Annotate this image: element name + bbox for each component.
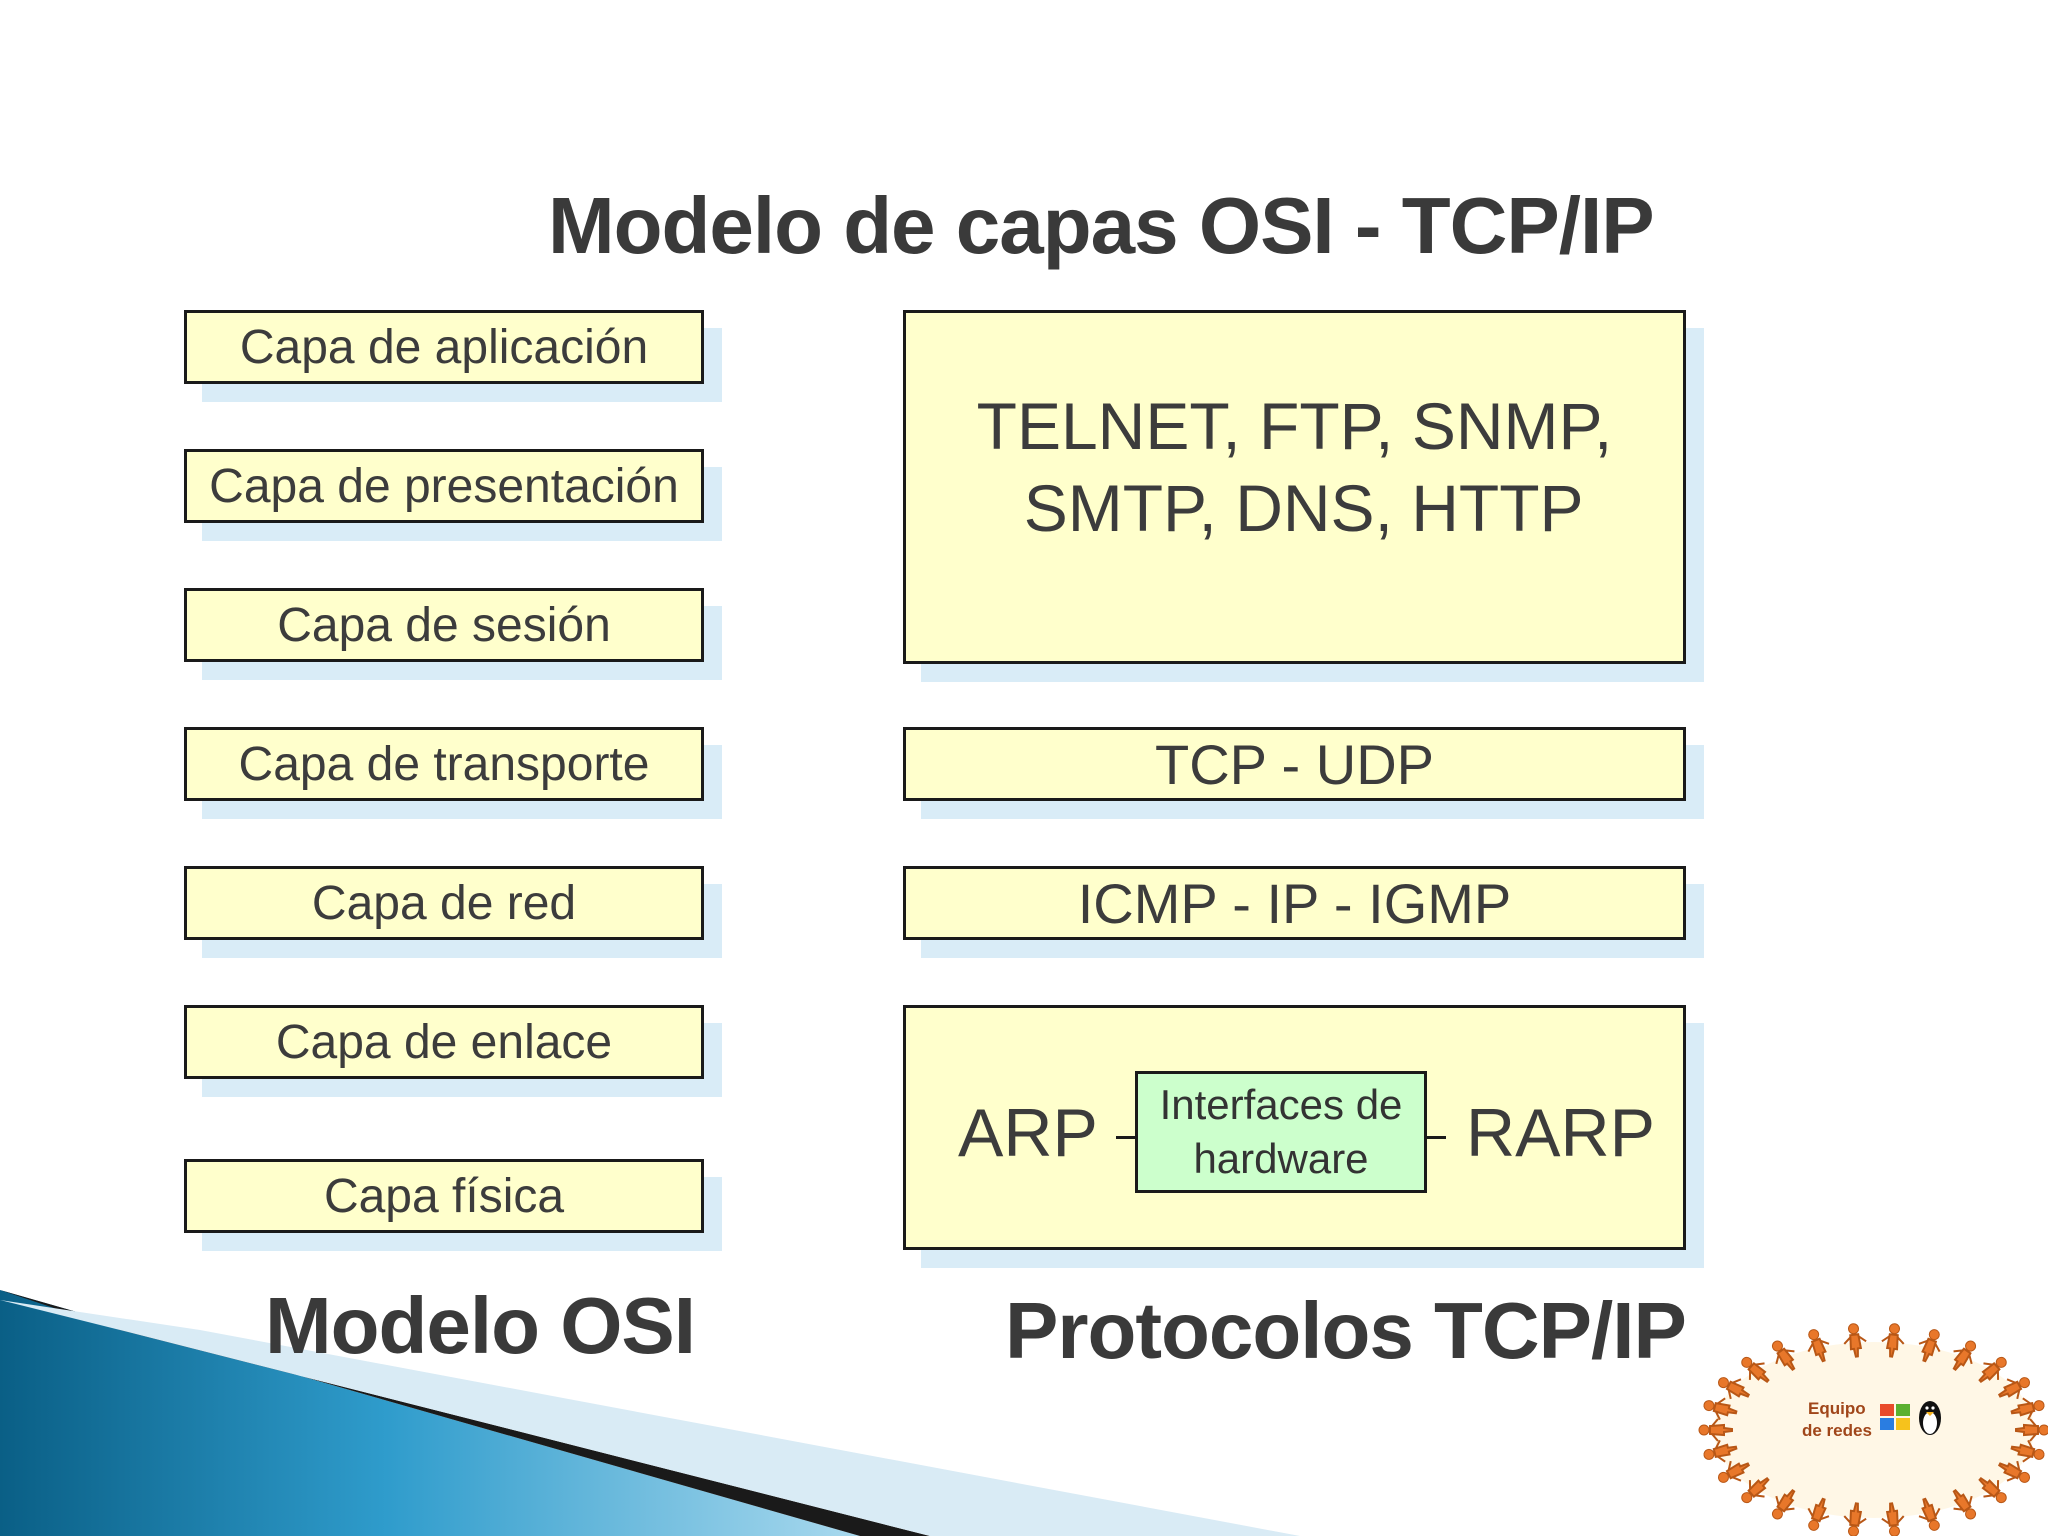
team-logo: Equipo de redes <box>1698 1323 2048 1536</box>
logo-person <box>2015 1418 2048 1442</box>
logo-person <box>1807 1497 1830 1531</box>
page-title: Modelo de capas OSI - TCP/IP <box>548 181 1655 270</box>
osi-layer-application: Capa de aplicación <box>184 310 704 384</box>
logo-person <box>1771 1340 1796 1371</box>
tcp-protocols-label: Protocolos TCP/IP <box>1005 1286 1687 1375</box>
windows-flag-icon <box>1880 1404 1910 1430</box>
logo-text-1: Equipo <box>1808 1399 1866 1418</box>
rarp-label: RARP <box>1466 1095 1655 1171</box>
osi-layer-datalink: Capa de enlace <box>184 1005 704 1079</box>
osi-layer-transport: Capa de transporte <box>184 727 704 801</box>
logo-person <box>1807 1329 1830 1363</box>
penguin-icon <box>1919 1401 1941 1435</box>
logo-person <box>1843 1502 1867 1536</box>
logo-person <box>1703 1397 1738 1421</box>
logo-person <box>1997 1377 2031 1400</box>
hardware-interfaces-box: Interfaces de hardware <box>1135 1071 1427 1193</box>
tcp-transport-layer: TCP - UDP <box>903 727 1686 801</box>
logo-person <box>1952 1340 1977 1371</box>
osi-layer-physical: Capa física <box>184 1159 704 1233</box>
logo-person <box>1741 1356 1770 1384</box>
tcp-network-access-layer: ARP RARP Interfaces de hardware <box>903 1005 1686 1250</box>
logo-person <box>1843 1323 1867 1358</box>
logo-person <box>1698 1418 1733 1442</box>
osi-model-label: Modelo OSI <box>265 1281 696 1370</box>
logo-person <box>1978 1476 2007 1504</box>
logo-person <box>1978 1356 2007 1384</box>
logo-person <box>1771 1489 1796 1520</box>
logo-person <box>1918 1329 1941 1363</box>
logo-person <box>1952 1489 1977 1520</box>
logo-person <box>1717 1460 1751 1483</box>
logo-person <box>1918 1497 1941 1531</box>
arp-label: ARP <box>958 1095 1098 1171</box>
tcp-application-layer: TELNET, FTP, SNMP, SMTP, DNS, HTTP <box>903 310 1686 664</box>
logo-person <box>2010 1439 2045 1463</box>
logo-person <box>1741 1476 1770 1504</box>
logo-person <box>1997 1460 2031 1483</box>
logo-text-2: de redes <box>1802 1421 1872 1440</box>
tcp-internet-layer: ICMP - IP - IGMP <box>903 866 1686 940</box>
logo-person <box>1881 1502 1905 1536</box>
rarp-connector <box>1424 1136 1446 1139</box>
logo-person <box>1717 1377 1751 1400</box>
logo-person <box>1703 1439 1738 1463</box>
osi-layer-network: Capa de red <box>184 866 704 940</box>
osi-layer-session: Capa de sesión <box>184 588 704 662</box>
hardware-interfaces-label: Interfaces de hardware <box>1159 1081 1403 1182</box>
arp-connector <box>1116 1136 1138 1139</box>
logo-person <box>1881 1323 1905 1358</box>
logo-person <box>2010 1397 2045 1421</box>
application-protocols: TELNET, FTP, SNMP, SMTP, DNS, HTTP <box>976 389 1613 545</box>
osi-layer-presentation: Capa de presentación <box>184 449 704 523</box>
